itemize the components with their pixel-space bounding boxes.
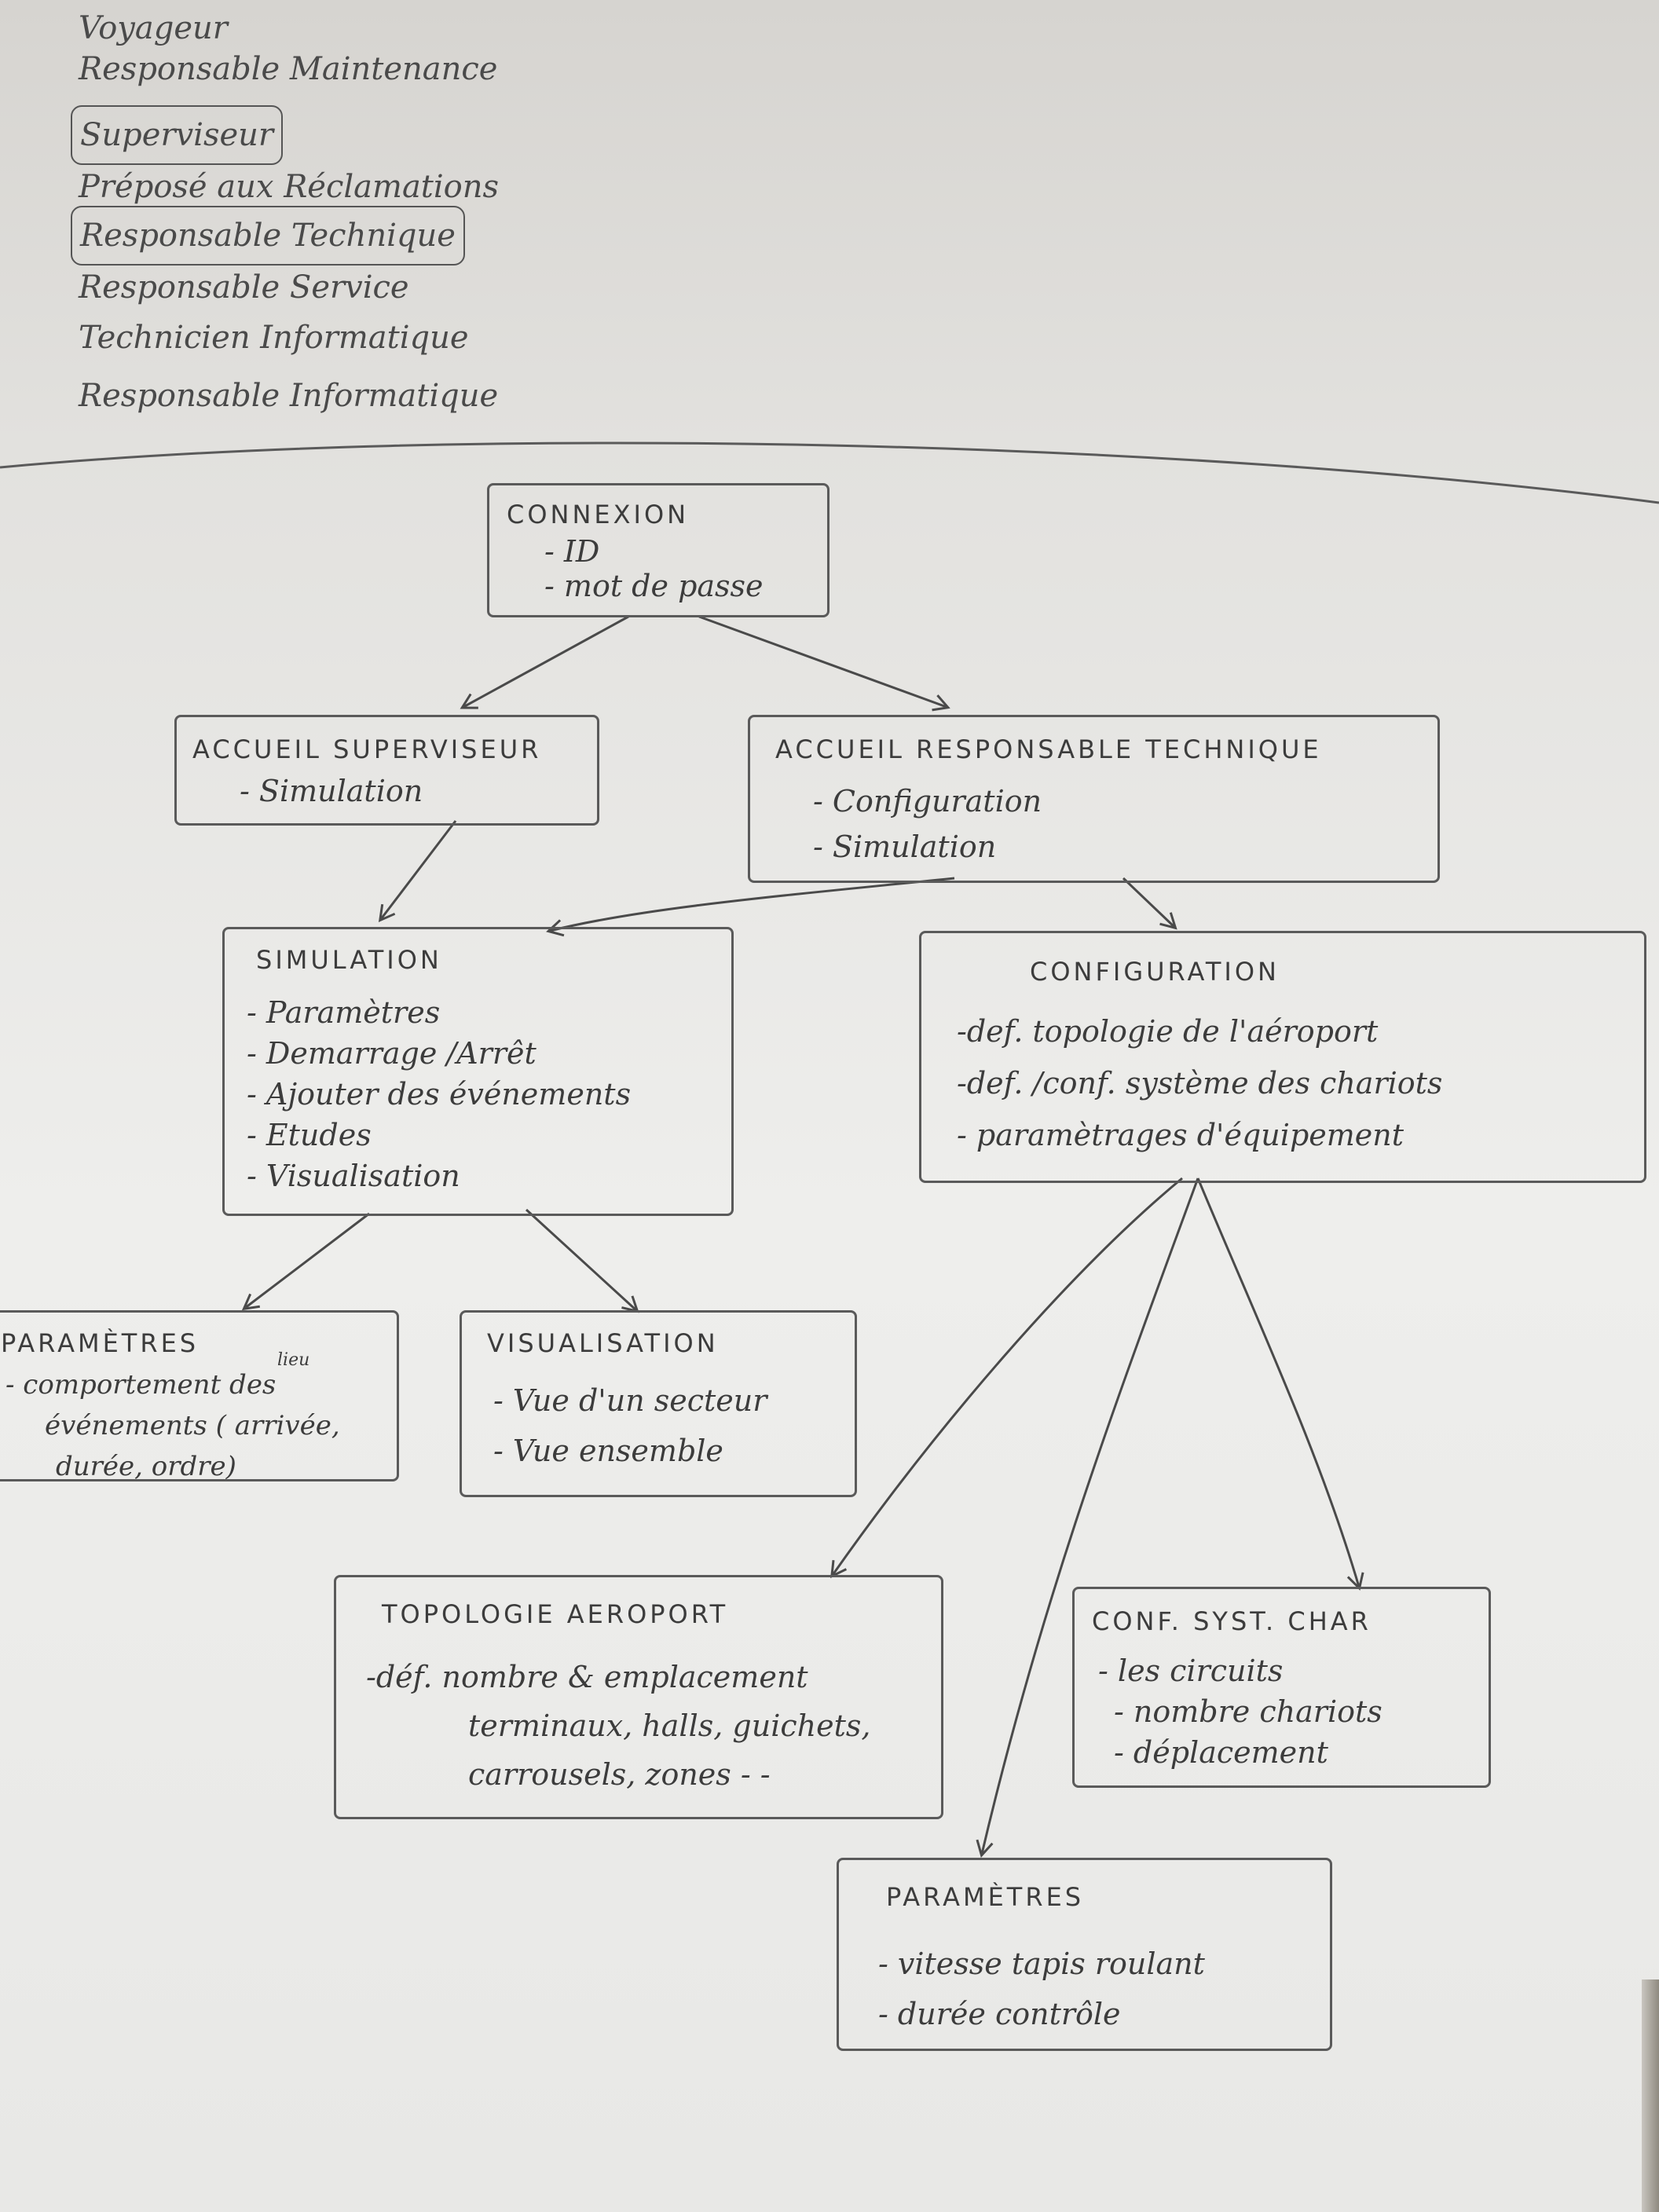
configuration-box: CONFIGURATION -def. topologie de l'aérop… <box>919 931 1646 1183</box>
arrow-responsable-to-configuration <box>1122 877 1177 930</box>
actor-item: Responsable Maintenance <box>79 51 498 87</box>
box-title: SIMULATION <box>256 945 442 975</box>
visualisation-box: VISUALISATION - Vue d'un secteur - Vue e… <box>460 1310 857 1497</box>
box-item: - nombre chariots <box>1114 1694 1382 1729</box>
annotation-note: lieu <box>277 1350 310 1370</box>
box-title: VISUALISATION <box>487 1328 719 1358</box>
box-title: ACCUEIL RESPONSABLE TECHNIQUE <box>775 734 1322 764</box>
box-item: terminaux, halls, guichets, <box>468 1708 871 1743</box>
sheet-edge-shadow <box>1642 1979 1659 2212</box>
box-item: - Demarrage /Arrêt <box>247 1036 537 1071</box>
box-item: - les circuits <box>1098 1654 1284 1688</box>
arrow-connexion-to-responsable <box>698 615 950 712</box>
arrow-configuration-to-confsyst <box>1196 1177 1364 1591</box>
actor-item: Responsable Service <box>79 269 409 306</box>
parametres-simulation-box: PARAMÈTRES lieu - comportement des événe… <box>0 1310 399 1482</box>
arrow-connexion-to-superviseur <box>460 615 629 709</box>
box-title: PARAMÈTRES <box>886 1882 1085 1912</box>
box-title: CONNEXION <box>507 500 690 529</box>
box-item: carrousels, zones - - <box>468 1757 771 1792</box>
arrow-simulation-to-parametres <box>241 1212 370 1311</box>
accueil-superviseur-box: ACCUEIL SUPERVISEUR - Simulation <box>174 715 599 826</box>
actor-item: Technicien Informatique <box>79 320 469 356</box>
box-item: - déplacement <box>1114 1735 1328 1770</box>
box-title: PARAMÈTRES <box>1 1328 200 1358</box>
parametres-configuration-box: PARAMÈTRES - vitesse tapis roulant - dur… <box>837 1858 1332 2051</box>
actor-item: Voyageur <box>79 10 228 46</box>
arrow-responsable-to-simulation <box>546 877 955 937</box>
box-title: ACCUEIL SUPERVISEUR <box>192 734 542 764</box>
arrow-superviseur-to-simulation <box>378 820 457 923</box>
connexion-box: CONNEXION - ID - mot de passe <box>487 483 830 617</box>
box-item: - durée contrôle <box>878 1997 1121 2031</box>
box-item: -def. topologie de l'aéroport <box>957 1014 1379 1049</box>
conf-syst-char-box: CONF. SYST. CHAR - les circuits - nombre… <box>1072 1587 1491 1788</box>
actor-item: Responsable Informatique <box>79 378 499 414</box>
box-item: - mot de passe <box>544 569 764 603</box>
box-item: - ID <box>544 534 600 569</box>
box-item: - paramètrages d'équipement <box>957 1118 1404 1152</box>
box-item: - Vue d'un secteur <box>493 1383 767 1418</box>
actor-item-circled: Superviseur <box>71 105 284 165</box>
box-item: - Simulation <box>240 774 423 808</box>
arrow-configuration-to-topologie <box>830 1177 1183 1579</box>
box-item: - Paramètres <box>247 995 441 1030</box>
box-item: - Ajouter des événements <box>247 1077 632 1111</box>
divider-line <box>0 441 1659 504</box>
actor-item-circled: Responsable Technique <box>71 206 465 266</box>
box-item: - Vue ensemble <box>493 1434 723 1468</box>
box-item: - Configuration <box>813 784 1042 819</box>
box-item: -def. /conf. système des chariots <box>957 1066 1443 1101</box>
actor-item: Préposé aux Réclamations <box>79 169 500 205</box>
box-item: -déf. nombre & emplacement <box>366 1660 808 1694</box>
arrow-simulation-to-visualisation <box>525 1208 639 1313</box>
arrow-configuration-to-parametres <box>976 1177 1199 1858</box>
box-item: - Simulation <box>813 830 997 864</box>
box-item: - comportement des <box>5 1369 276 1401</box>
topologie-aeroport-box: TOPOLOGIE AEROPORT -déf. nombre & emplac… <box>334 1575 943 1819</box>
simulation-box: SIMULATION - Paramètres - Demarrage /Arr… <box>222 927 734 1216</box>
box-title: CONFIGURATION <box>1030 957 1280 987</box>
box-item: durée, ordre) <box>56 1451 236 1482</box>
box-title: TOPOLOGIE AEROPORT <box>382 1599 729 1629</box>
box-item: événements ( arrivée, <box>45 1410 340 1441</box>
accueil-responsable-box: ACCUEIL RESPONSABLE TECHNIQUE - Configur… <box>748 715 1440 883</box>
box-item: - Visualisation <box>247 1159 460 1193</box>
box-item: - Etudes <box>247 1118 372 1152</box>
box-item: - vitesse tapis roulant <box>878 1946 1205 1981</box>
box-title: CONF. SYST. CHAR <box>1092 1606 1372 1636</box>
